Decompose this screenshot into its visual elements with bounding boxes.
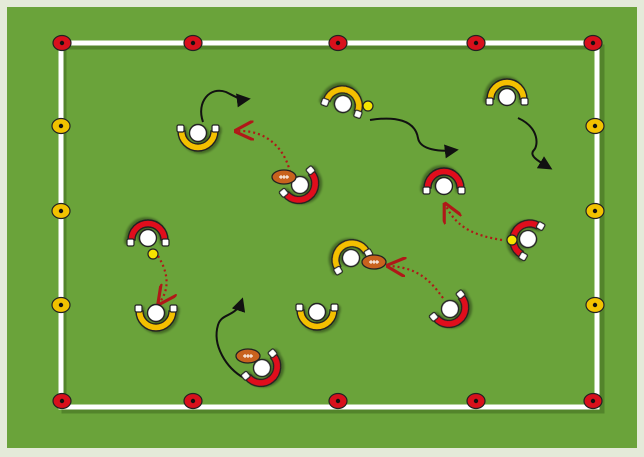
red-cone-marker-icon: [52, 34, 72, 52]
yellow-cone-marker-icon: [585, 296, 605, 314]
tag-icon: [506, 234, 518, 246]
red-cone-marker-icon: [183, 34, 203, 52]
yellow-cone-marker-icon: [51, 296, 71, 314]
yellow-player-icon: [320, 85, 364, 119]
red-cone-marker-icon: [583, 34, 603, 52]
pass-arrow: [238, 131, 292, 173]
run-arrow: [369, 117, 459, 159]
pass-arrow: [390, 266, 444, 299]
red-cone-marker-icon: [328, 34, 348, 52]
rugby-ball-icon: [235, 348, 261, 364]
yellow-player-icon: [331, 239, 374, 276]
tag-icon: [362, 100, 374, 112]
yellow-cone-marker-icon: [51, 117, 71, 135]
red-cone-marker-icon: [583, 392, 603, 410]
red-cone-marker-icon: [328, 392, 348, 410]
rugby-ball-icon: [361, 254, 387, 270]
red-player-icon: [509, 219, 546, 262]
yellow-player-icon: [485, 78, 529, 107]
yellow-cone-marker-icon: [585, 202, 605, 220]
red-cone-marker-icon: [52, 392, 72, 410]
red-player-icon: [422, 167, 466, 196]
run-arrow: [517, 117, 553, 170]
red-cone-marker-icon: [183, 392, 203, 410]
run-arrow: [200, 89, 251, 123]
red-cone-marker-icon: [466, 34, 486, 52]
rugby-ball-icon: [271, 169, 297, 185]
yellow-player-icon: [176, 123, 220, 152]
yellow-player-icon: [295, 302, 339, 331]
yellow-player-icon: [134, 303, 178, 332]
yellow-cone-marker-icon: [51, 202, 71, 220]
yellow-cone-marker-icon: [585, 117, 605, 135]
run-arrow: [215, 297, 246, 379]
red-player-icon: [126, 219, 170, 248]
pass-arrow: [446, 206, 503, 242]
players-layer: [126, 78, 546, 388]
markers-layer: [51, 34, 605, 410]
red-cone-marker-icon: [466, 392, 486, 410]
pass-arrows-layer: [158, 131, 503, 302]
red-player-icon: [240, 348, 282, 388]
tag-icon: [147, 248, 159, 260]
red-player-icon: [278, 165, 320, 205]
run-arrows-layer: [200, 89, 553, 379]
red-player-icon: [428, 289, 470, 329]
pass-arrow: [158, 255, 167, 302]
